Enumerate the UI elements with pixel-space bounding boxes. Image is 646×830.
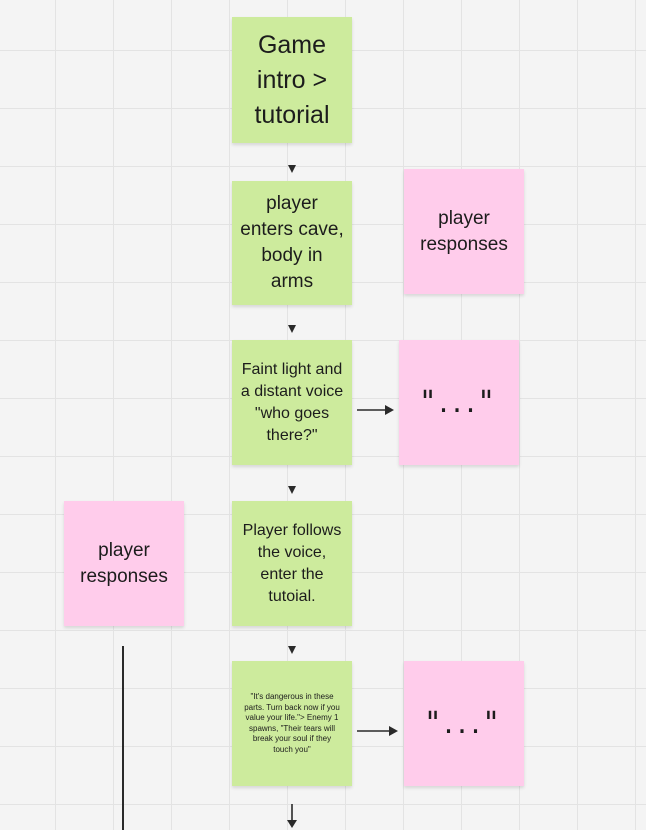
- note-ellipsis-1-text: "...": [420, 385, 498, 420]
- note-faint-light[interactable]: Faint light and a distant voice "who goe…: [232, 340, 352, 465]
- note-player-follows-voice-text: Player follows the voice, enter the tuto…: [242, 521, 342, 605]
- note-player-enters-cave[interactable]: player enters cave, body in arms: [232, 181, 352, 305]
- note-dangerous-warning-text: "It's dangerous in these parts. Turn bac…: [244, 692, 340, 754]
- note-player-responses-1-text: player responses: [420, 207, 508, 255]
- connector-intro-to-cave[interactable]: [285, 160, 299, 176]
- connector-warning-to-ellipsis[interactable]: [357, 723, 399, 739]
- note-player-responses-2[interactable]: player responses: [64, 501, 184, 626]
- note-player-responses-2-text: player responses: [80, 539, 168, 587]
- connector-follows-to-warning[interactable]: [285, 641, 299, 657]
- connector-cave-to-faint-light[interactable]: [285, 320, 299, 336]
- note-player-enters-cave-text: player enters cave, body in arms: [240, 193, 344, 292]
- note-ellipsis-2-text: "...": [425, 706, 503, 741]
- note-faint-light-text: Faint light and a distant voice "who goe…: [240, 360, 344, 444]
- note-player-follows-voice[interactable]: Player follows the voice, enter the tuto…: [232, 501, 352, 626]
- note-game-intro-text: Game intro > tutorial: [254, 30, 330, 129]
- connector-faint-light-to-follows[interactable]: [285, 481, 299, 497]
- note-ellipsis-1[interactable]: "...": [399, 340, 519, 465]
- note-ellipsis-2[interactable]: "...": [404, 661, 524, 786]
- note-player-responses-1[interactable]: player responses: [404, 169, 524, 294]
- note-dangerous-warning[interactable]: "It's dangerous in these parts. Turn bac…: [232, 661, 352, 786]
- connector-warning-to-next[interactable]: [285, 804, 299, 830]
- connector-faint-light-to-ellipsis[interactable]: [357, 402, 395, 418]
- note-game-intro[interactable]: Game intro > tutorial: [232, 17, 352, 143]
- connector-vertical-line-left[interactable]: [122, 646, 124, 830]
